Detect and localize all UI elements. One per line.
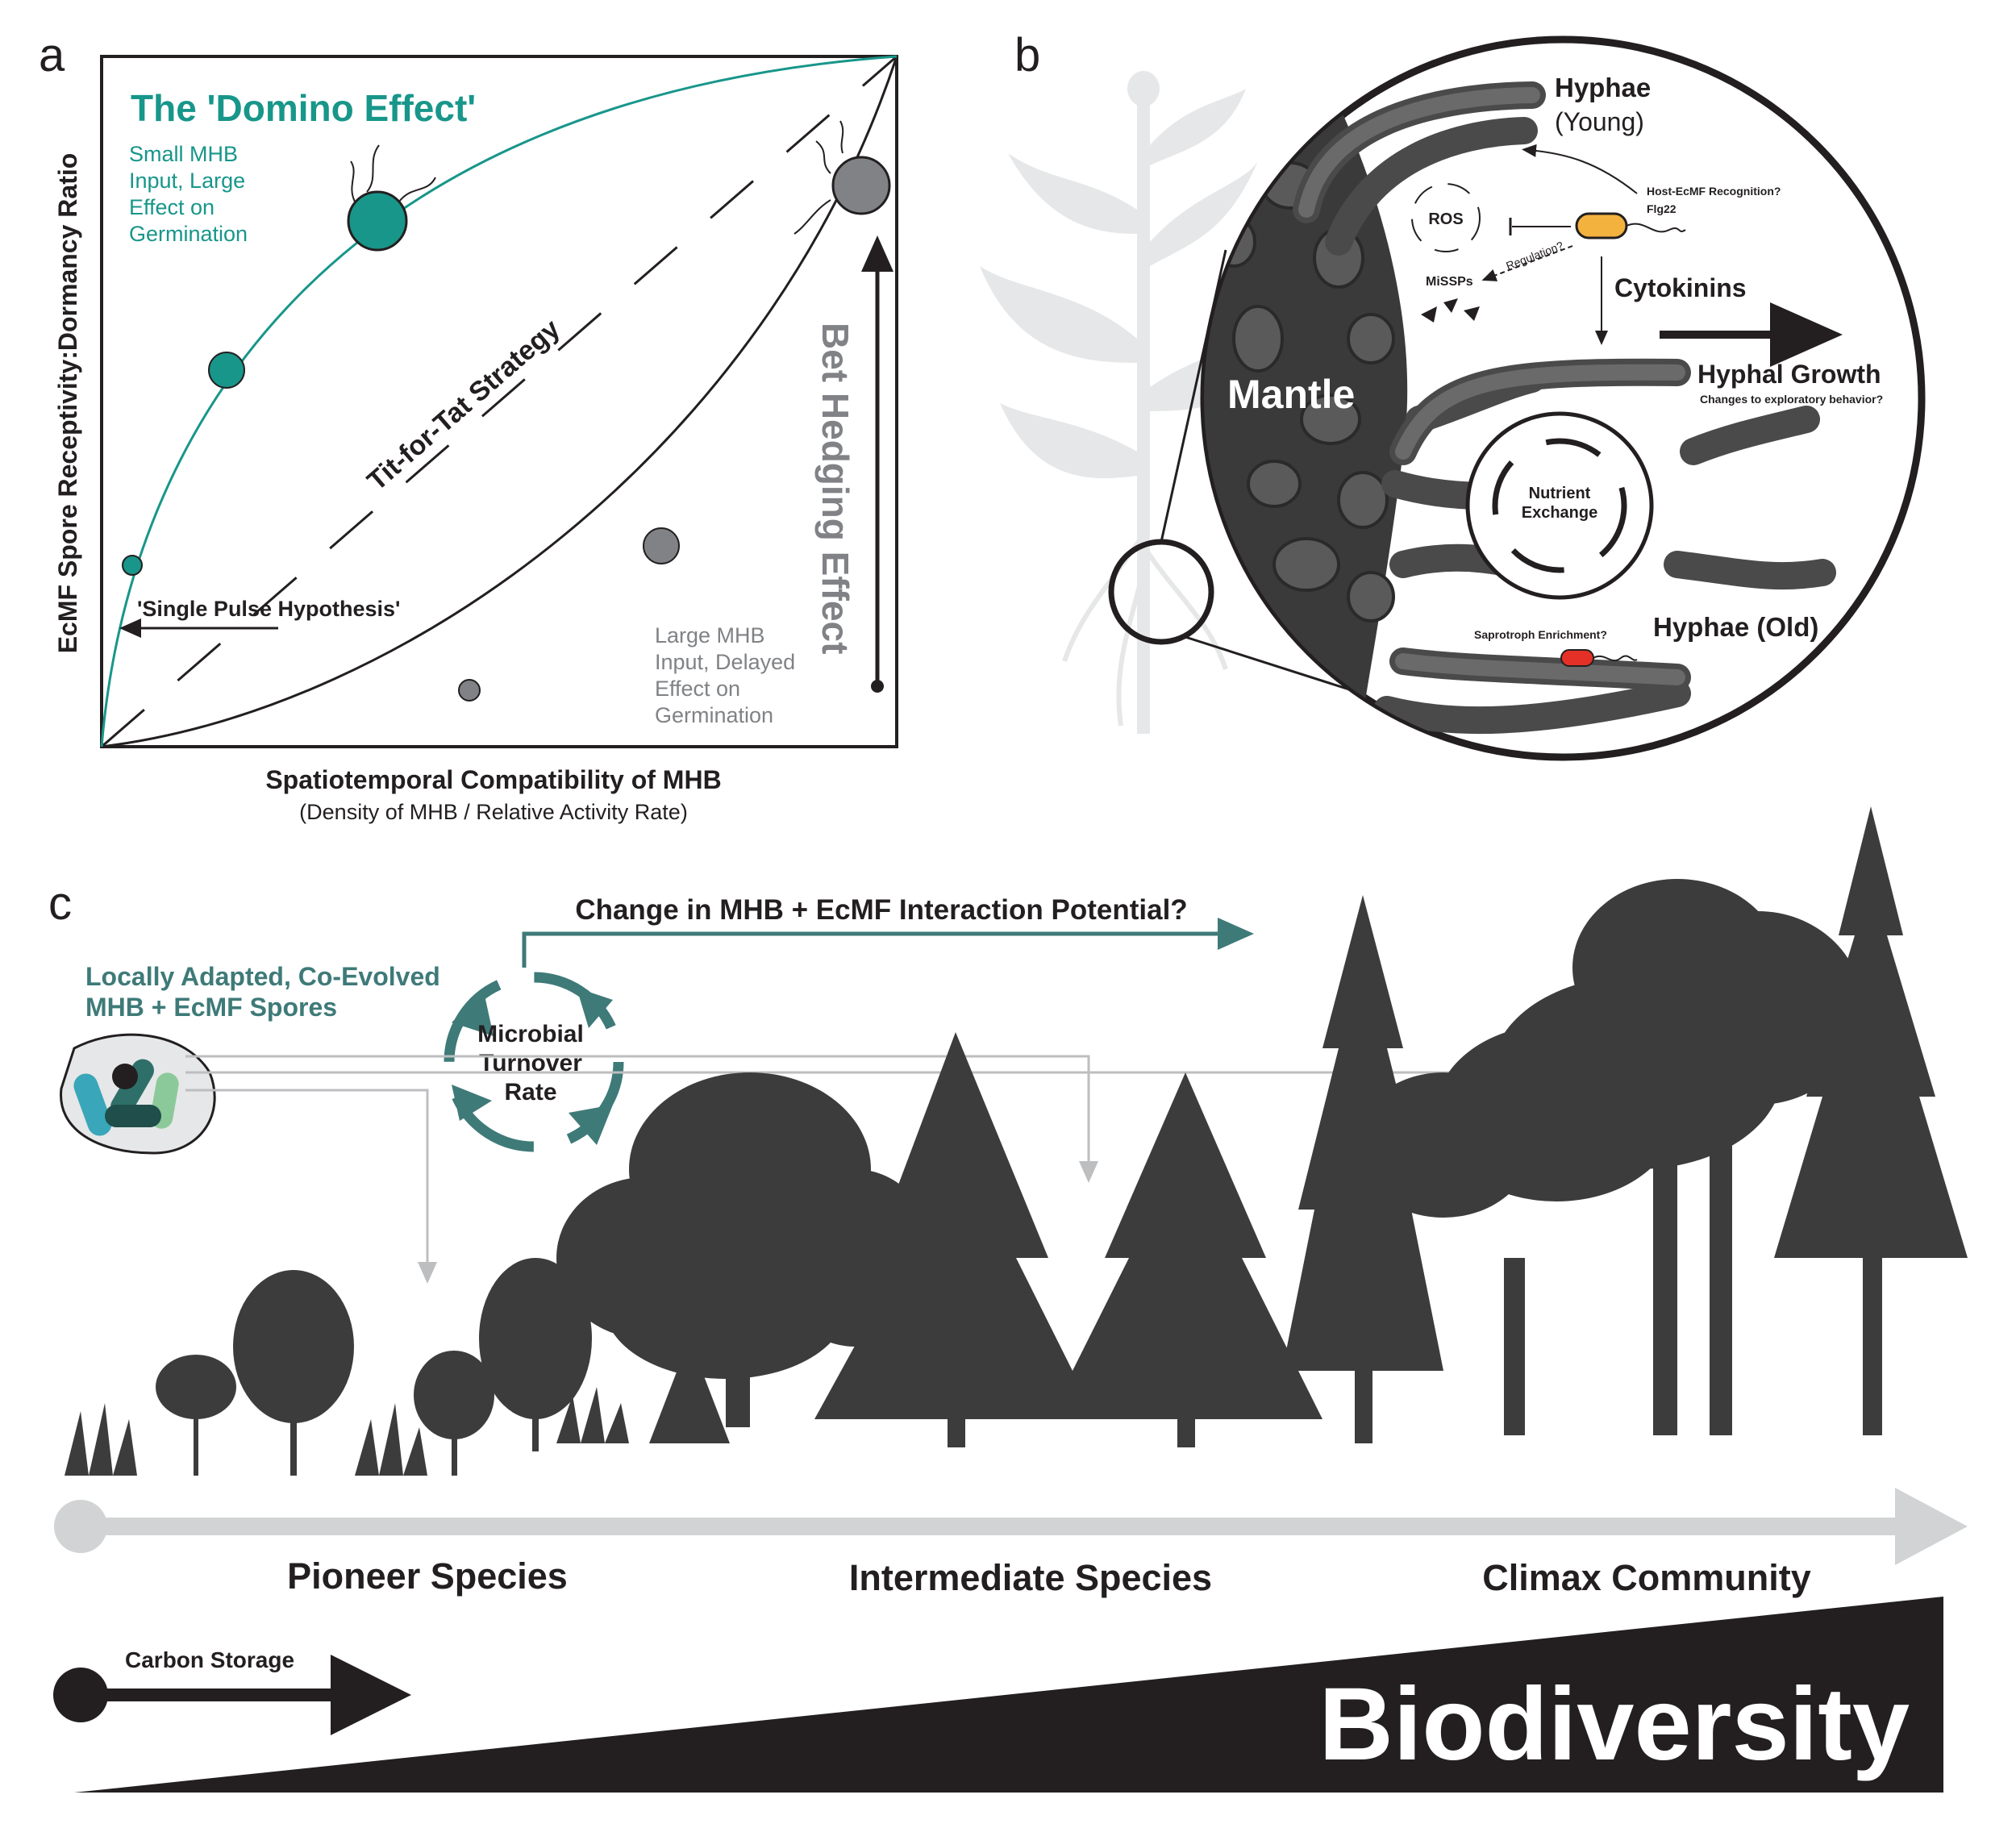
biodiversity-wedge: [74, 1597, 1943, 1793]
interaction-potential-arrow: [522, 918, 1254, 968]
cytokinins-label: Cytokinins: [1614, 273, 1747, 302]
domino-note-line-2: Input, Large: [129, 169, 245, 193]
recognition-label: Host-EcMF Recognition?: [1647, 185, 1781, 198]
hedging-point-1: [458, 679, 481, 702]
turnover-arrowhead-4: [452, 1085, 492, 1121]
turnover-label-line-1: Microbial: [477, 1021, 584, 1047]
turnover-label-line-3: Rate: [504, 1079, 556, 1106]
gray-note-line-2: Input, Delayed: [655, 650, 795, 674]
climax-deciduous: [1355, 879, 1863, 1435]
succession-timeline-start: [54, 1500, 107, 1553]
domino-point-3: [347, 190, 408, 252]
panel-a-letter: a: [39, 29, 65, 81]
tit-for-tat-diagonal: [101, 55, 898, 748]
locally-adapted-line-2: MHB + EcMF Spores: [85, 993, 337, 1022]
mantle-label: Mantle: [1227, 372, 1355, 417]
mantle-cells: [1211, 161, 1395, 623]
zoom-source-circle: [1108, 539, 1214, 645]
saprotroph-flagellum-icon: [1593, 655, 1638, 662]
nutrient-label-line-1: Nutrient: [1529, 485, 1591, 502]
conifer-2: [1048, 1072, 1322, 1419]
hedging-point-2: [643, 527, 680, 564]
domino-curve: [100, 55, 898, 747]
hyphae-young-sublabel: (Young): [1555, 107, 1644, 136]
x-axis-sublabel: (Density of MHB / Relative Activity Rate…: [299, 800, 688, 824]
hyphae-young-label: Hyphae: [1555, 73, 1651, 102]
interaction-potential-label: Change in MHB + EcMF Interaction Potenti…: [575, 894, 1187, 926]
domino-effect-title: The 'Domino Effect': [131, 87, 476, 129]
domino-note-line-1: Small MHB: [129, 142, 238, 166]
deciduous-tree: [556, 1072, 935, 1427]
domino-point-1: [122, 555, 143, 576]
ros-label: ROS: [1428, 210, 1463, 228]
domino-point-2: [208, 352, 245, 389]
grass-clump: [65, 1403, 137, 1476]
exploratory-label: Changes to exploratory behavior?: [1700, 393, 1883, 406]
tit-for-tat-label: Tit-for-Tat Strategy: [361, 314, 566, 497]
turnover-arrowhead-2: [577, 988, 613, 1028]
succession-silhouettes: [65, 806, 1968, 1476]
missps-triangles-icon: [1421, 298, 1480, 323]
biodiversity-label: Biodiversity: [1318, 1667, 1910, 1782]
gray-note-line-3: Effect on: [655, 677, 740, 701]
bet-hedging-arrow-base: [871, 680, 884, 693]
hyphal-growth-label: Hyphal Growth: [1697, 360, 1881, 389]
gray-note-line-1: Large MHB: [655, 623, 765, 648]
hyphae-highlight: [1298, 87, 1685, 685]
bet-hedging-label: Bet Hedging Effect: [814, 323, 856, 654]
flg22-label: Flg22: [1647, 202, 1677, 215]
climax-conifer: [1774, 806, 1968, 1258]
grass-clump-3: [556, 1387, 629, 1443]
carbon-arrow-head: [331, 1655, 411, 1735]
grass-clump-2: [355, 1403, 427, 1476]
hedging-point-3: [831, 156, 891, 215]
recognition-arrow: [1522, 144, 1638, 194]
domino-note-line-4: Germination: [129, 222, 248, 246]
turnover-arrowhead-3: [569, 1105, 613, 1145]
panel-a: a The 'Domino Effect' Small MHB Input, L…: [39, 29, 898, 824]
carbon-storage-label: Carbon Storage: [125, 1647, 294, 1672]
succession-timeline-head: [1895, 1488, 1968, 1565]
panel-b: b: [980, 29, 1926, 761]
hyphae-old-label: Hyphae (Old): [1653, 612, 1818, 642]
turnover-arrowhead-1: [452, 992, 494, 1036]
stage-pioneer: Pioneer Species: [287, 1555, 568, 1597]
small-spruce: [649, 1339, 730, 1443]
nutrient-cycle-icon: [1492, 438, 1627, 573]
panel-a-plot-frame: [100, 55, 898, 748]
ros-cycle-icon: [1411, 183, 1481, 252]
conifer-1: [814, 1032, 1097, 1419]
bet-hedging-curve: [101, 56, 898, 748]
regulation-arrow: [1481, 245, 1573, 281]
saprotroph-label: Saprotroph Enrichment?: [1474, 628, 1607, 641]
panel-b-letter: b: [1014, 29, 1040, 81]
bacterium-flagella-icon: [350, 144, 436, 202]
bacterium-icon: [1575, 212, 1628, 239]
panel-c: c Change in MHB + EcMF Interaction Poten…: [48, 806, 1968, 1793]
sapling-1: [156, 1258, 592, 1476]
y-axis-label: EcMF Spore Receptivity:Dormancy Ratio: [53, 153, 82, 654]
bacterium-flagellum-icon: [1626, 223, 1686, 233]
bacterium-flagella-icon-2: [793, 120, 844, 235]
gray-note-line-4: Germination: [655, 703, 773, 727]
nutrient-label-line-2: Exchange: [1522, 504, 1597, 522]
single-pulse-label: 'Single Pulse Hypothesis': [137, 597, 400, 621]
turnover-cycle-icon: [444, 972, 624, 1152]
locally-adapted-line-1: Locally Adapted, Co-Evolved: [85, 962, 440, 991]
microbe-cluster-icon: [60, 1033, 216, 1155]
panel-c-letter: c: [48, 877, 72, 930]
x-axis-label: Spatiotemporal Compatibility of MHB: [265, 765, 721, 794]
stage-climax: Climax Community: [1482, 1557, 1811, 1598]
domino-note-line-3: Effect on: [129, 195, 215, 219]
missps-label: MiSSPs: [1426, 275, 1473, 289]
saprotroph-bacterium-icon: [1560, 649, 1594, 667]
stage-intermediate: Intermediate Species: [849, 1557, 1212, 1598]
